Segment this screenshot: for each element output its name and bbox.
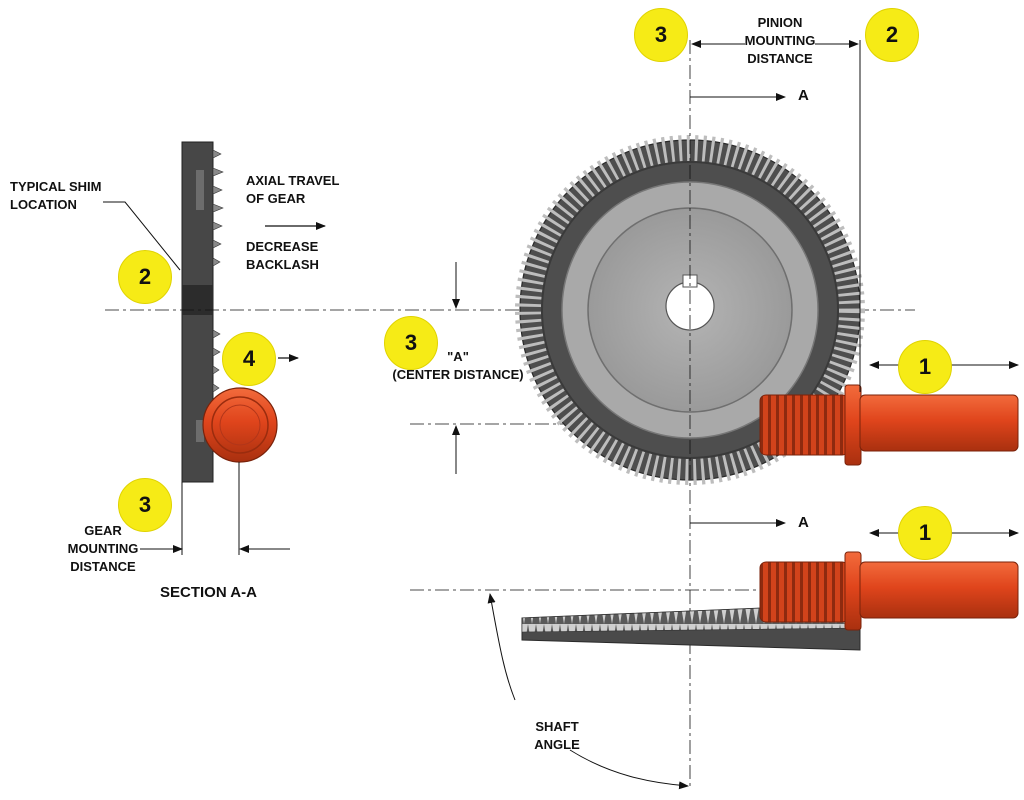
gear-side-view [521,551,1019,651]
shaft-angle-label: SHAFT ANGLE [534,719,580,752]
section-mark-top: A [798,87,809,104]
section-mark-bottom: A [798,514,809,531]
pinion-thread-front [759,394,849,456]
typical-shim-location-label: TYPICAL SHIM LOCATION [10,179,102,212]
callout-pinion-axial-top: 1 [898,340,952,394]
pinion-section [202,387,278,463]
shim-leader [103,201,181,271]
callout-pinion-mounting-reference: 3 [634,8,688,62]
gear-mounting-distance-label: GEAR MOUNTING DISTANCE [67,523,139,574]
pinion-mounting-distance-label: PINION MOUNTING DISTANCE [744,15,816,66]
callout-pinion-axial-bottom: 1 [898,506,952,560]
section-view [103,141,326,555]
center-distance-label: "A" (CENTER DISTANCE) [392,349,524,382]
callout-pinion-in-section: 4 [222,332,276,386]
callout-pinion-mounting-distance: 2 [865,8,919,62]
axial-travel-label: AXIAL TRAVEL OF GEAR [246,173,340,206]
gear-section-bore [182,285,213,315]
callout-shim-location: 2 [118,250,172,304]
pinion-front-view [759,384,1019,466]
shaft-angle-arc [487,593,516,701]
pinion-collar-side [844,551,862,631]
decrease-backlash-label: DECREASE BACKLASH [246,239,319,272]
gear-section-hatch [196,170,204,210]
callout-center-distance: 3 [384,316,438,370]
callout-gear-mounting-distance: 3 [118,478,172,532]
pinion-collar-front [844,384,862,466]
shaft-angle-arc-lower [569,749,689,790]
gear-section-hatch-lower [196,420,204,442]
pinion-thread-side [759,561,849,623]
pinion-shaft-side [859,561,1019,619]
pinion-shaft-front [859,394,1019,452]
gear-teeth-ring [515,135,865,485]
gear-section-teeth [212,149,224,411]
section-title: SECTION A-A [160,584,257,601]
